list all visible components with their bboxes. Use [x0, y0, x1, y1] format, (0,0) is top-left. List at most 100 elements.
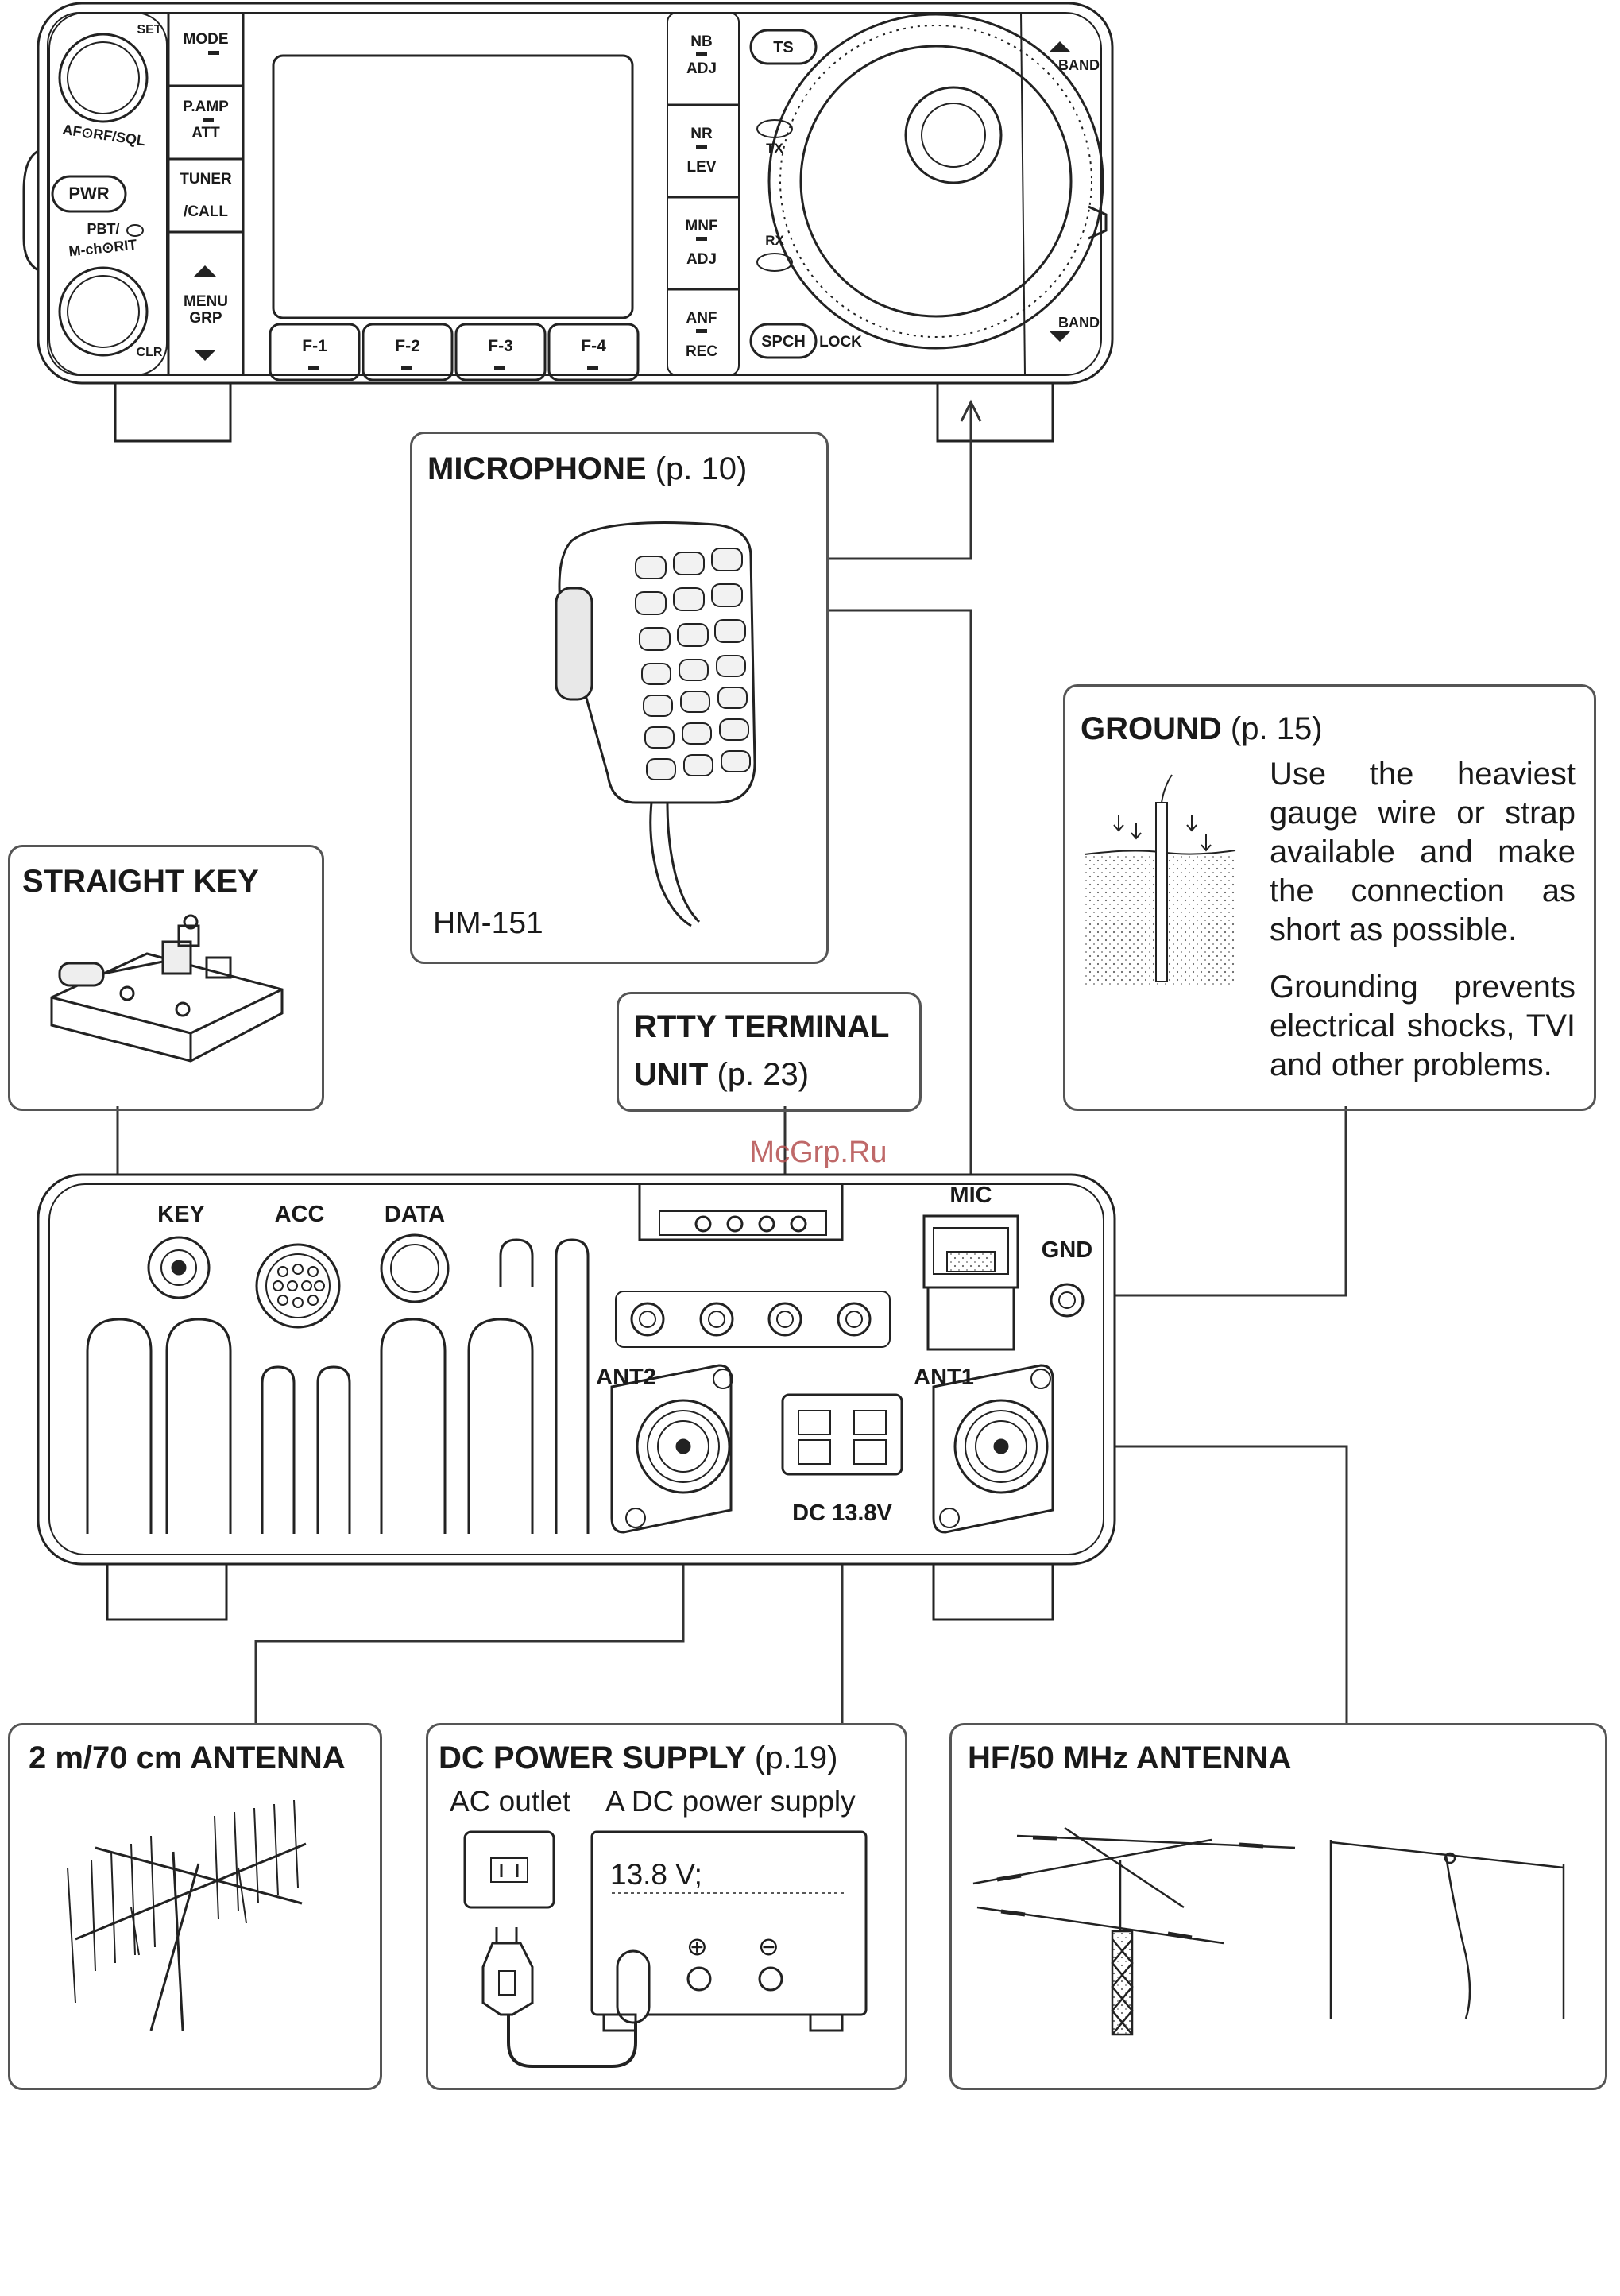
rx-label: RX [765, 233, 784, 248]
lock-label: LOCK [819, 334, 862, 350]
microphone-title: MICROPHONE (p. 10) [427, 451, 747, 487]
ts-label: TS [773, 39, 794, 56]
ground-title-text: GROUND [1081, 711, 1222, 746]
ground-line: gauge wire or strap [1270, 796, 1576, 831]
nr-button[interactable]: NR [690, 126, 713, 142]
microphone-box [410, 432, 829, 964]
f2-label: F-2 [395, 337, 420, 355]
dc-connector[interactable] [781, 1393, 903, 1476]
clr-label: CLR [137, 346, 163, 359]
band-up-label: BAND [1058, 57, 1100, 73]
dc-supply-label: A DC power supply [605, 1785, 856, 1818]
spch-label: SPCH [761, 333, 806, 350]
spch-button[interactable] [749, 323, 818, 359]
ground-line: and other problems. [1270, 1047, 1552, 1082]
ground-line: short as possible. [1270, 912, 1518, 947]
antenna-2m-box [8, 1723, 382, 2090]
data-socket[interactable] [380, 1233, 450, 1303]
ground-line: Grounding prevents [1270, 970, 1576, 1005]
gnd-label: GND [1042, 1237, 1092, 1263]
dc-supply-title: DC POWER SUPPLY (p.19) [439, 1740, 837, 1776]
voltage-label: 13.8 V; [610, 1858, 702, 1891]
ground-line: electrical shocks, TVI [1270, 1009, 1576, 1043]
call-label: /CALL [184, 203, 228, 220]
anf-rec-label: REC [686, 343, 717, 360]
yagi-antenna-illustration [67, 1799, 307, 2031]
rtty-page-ref: (p. 23) [717, 1057, 810, 1092]
gnd-terminal[interactable] [1050, 1283, 1085, 1318]
negative-terminal [758, 1966, 783, 1992]
mnf-button[interactable]: MNF [685, 218, 717, 234]
ground-title: GROUND (p. 15) [1081, 711, 1323, 747]
rtty-title-line1: RTTY TERMINAL [634, 1009, 890, 1044]
front-panel [22, 2, 1114, 443]
ant1-connector[interactable] [932, 1364, 1054, 1534]
ground-box [1063, 684, 1596, 1111]
key-jack[interactable] [147, 1236, 211, 1299]
att-label: ATT [191, 125, 220, 141]
menu-button[interactable]: MENU [184, 293, 228, 310]
minus-symbol: ⊖ [758, 1932, 779, 1961]
f4-key[interactable] [547, 323, 640, 381]
dc-supply-page-ref: (p.19) [754, 1740, 838, 1775]
microphone-title-text: MICROPHONE [427, 451, 647, 486]
ground-line: available and make [1270, 834, 1576, 869]
tuner-button[interactable]: TUNER [180, 171, 232, 188]
acc-label: ACC [275, 1202, 325, 1227]
mode-button[interactable]: MODE [184, 31, 229, 48]
hf-antenna-box [949, 1723, 1607, 2090]
mch-rit-knob[interactable] [58, 266, 149, 357]
hf-antenna-title: HF/50 MHz ANTENNA [968, 1740, 1292, 1775]
band-down-icon[interactable] [1049, 331, 1071, 342]
ac-outlet-label: AC outlet [450, 1785, 571, 1818]
antenna-2m-title: 2 m/70 cm ANTENNA [29, 1740, 346, 1775]
rtty-title-line2: UNIT (p. 23) [634, 1057, 809, 1093]
band-up-icon[interactable] [1049, 41, 1071, 52]
mic-label: MIC [949, 1183, 992, 1208]
f1-label: F-1 [302, 337, 327, 355]
nr-lev-label: LEV [687, 159, 717, 176]
ant2-connector[interactable] [610, 1364, 733, 1534]
mnf-adj-label: ADJ [686, 251, 717, 268]
pwr-button[interactable] [51, 175, 127, 213]
watermark: McGrp.Ru [749, 1136, 887, 1169]
ant1-label: ANT1 [914, 1365, 974, 1390]
rtty-title-unit: UNIT [634, 1057, 709, 1092]
ts-button[interactable] [749, 29, 818, 65]
dc-power-supply-illustration [590, 1830, 868, 2032]
ground-illustration [1084, 774, 1236, 985]
anf-button[interactable]: ANF [686, 310, 717, 327]
ground-line: the connection as [1270, 873, 1576, 908]
nb-button[interactable]: NB [690, 33, 712, 50]
acc-socket[interactable] [255, 1243, 341, 1329]
nb-adj-label: ADJ [686, 60, 717, 77]
dc-supply-title-text: DC POWER SUPPLY [439, 1740, 746, 1775]
f1-key[interactable] [269, 323, 361, 381]
af-rf-sql-knob[interactable] [58, 33, 149, 123]
dc-label: DC 13.8V [792, 1500, 892, 1526]
ground-line: Use the heaviest [1270, 757, 1576, 792]
lcd-display [272, 54, 634, 319]
microphone-illustration [555, 521, 756, 927]
dc-supply-box [426, 1723, 907, 2090]
tx-label: TX [766, 141, 783, 156]
ground-text-1: Use the heaviest gauge wire or strap ava… [1270, 755, 1576, 950]
pwr-label: PWR [68, 184, 109, 203]
f2-key[interactable] [362, 323, 454, 381]
rtty-box [617, 992, 922, 1112]
ac-outlet-illustration [463, 1830, 637, 2068]
set-label: SET [137, 23, 161, 37]
main-dial[interactable] [767, 13, 1104, 350]
f3-key[interactable] [454, 323, 547, 381]
key-label: KEY [157, 1202, 205, 1227]
grp-label: GRP [189, 310, 222, 327]
rear-panel [37, 1173, 1116, 1621]
pamp-button[interactable]: P.AMP [183, 99, 229, 115]
data-label: DATA [385, 1202, 445, 1227]
straight-key-illustration [50, 914, 284, 1063]
plus-symbol: ⊕ [686, 1932, 708, 1961]
f4-label: F-4 [581, 337, 606, 355]
f3-label: F-3 [488, 337, 513, 355]
rtty-jack[interactable] [767, 1302, 802, 1337]
